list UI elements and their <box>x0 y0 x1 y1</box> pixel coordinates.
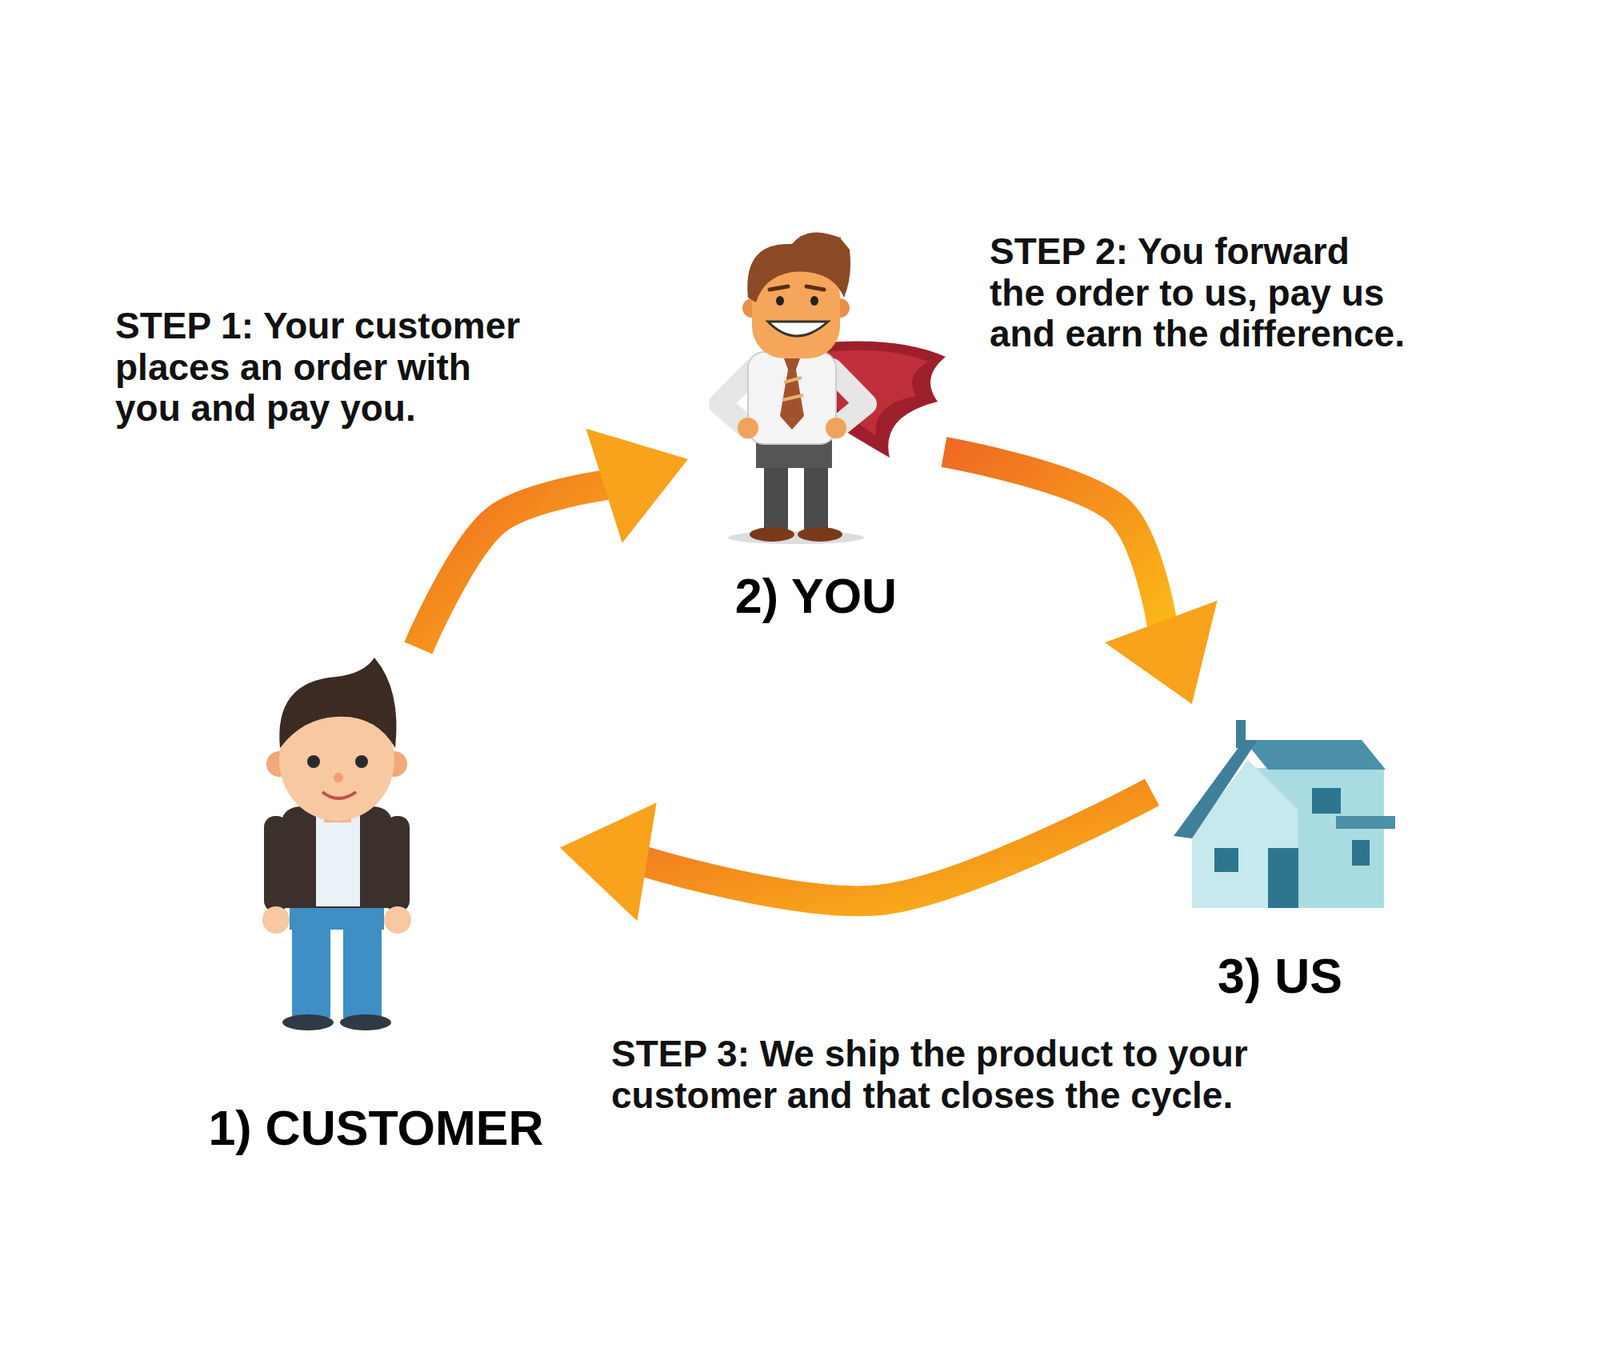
illustration-shape <box>1268 848 1299 908</box>
customer-figure <box>262 657 412 1031</box>
businessman-figure <box>720 232 946 544</box>
illustration-shape <box>782 377 804 400</box>
illustration-shape <box>1214 848 1239 872</box>
illustration-shape <box>282 1014 334 1031</box>
illustration-shape <box>737 417 759 439</box>
node-label: 1) CUSTOMER <box>208 1101 544 1156</box>
illustration-shape <box>797 527 843 542</box>
illustration-shape <box>262 906 290 934</box>
step-label: STEP 2: You forward the order to us, pay… <box>986 229 1411 357</box>
illustration-shape <box>322 792 356 799</box>
illustration-shape <box>776 296 784 306</box>
illustration-shape <box>292 904 331 1018</box>
flow-arrow <box>560 792 1152 921</box>
illustration-shape <box>825 417 847 439</box>
illustration-shape <box>769 286 824 290</box>
illustration-shape <box>340 1014 392 1031</box>
illustration-shape <box>1352 840 1370 866</box>
illustration-shape <box>1244 740 1386 770</box>
illustration-shape <box>1312 788 1341 814</box>
arrow-shaft <box>644 792 1152 901</box>
illustration-shape <box>307 755 320 768</box>
illustration-shape <box>343 904 382 1018</box>
illustration-shape <box>384 906 412 934</box>
arrow-shaft <box>418 484 608 648</box>
arrow-head <box>585 428 688 544</box>
illustration-shape <box>748 352 836 444</box>
flow-arrow <box>944 452 1218 704</box>
arrow-shaft <box>944 452 1163 625</box>
illustration-shape <box>810 296 819 306</box>
illustration-shape <box>333 772 344 783</box>
illustration-shape <box>316 812 360 907</box>
flow-arrow <box>418 428 688 648</box>
illustration-shape <box>780 358 804 430</box>
node-label: 3) US <box>1217 949 1343 1004</box>
house-icon <box>1173 720 1396 908</box>
step-label: STEP 3: We ship the product to your cust… <box>608 1032 1368 1118</box>
figure-node: 1) CUSTOMER <box>192 648 560 1160</box>
illustration-shape <box>1336 816 1396 829</box>
node-label: 2) YOU <box>735 569 897 624</box>
figure-node: 3) US <box>1152 704 1408 1008</box>
arrow-head <box>560 802 657 921</box>
step-label: STEP 1: Your customer places an order wi… <box>112 304 536 432</box>
illustration-shape <box>747 232 851 303</box>
illustration-shape <box>728 531 864 544</box>
arrow-head <box>1104 600 1217 704</box>
illustration-shape <box>355 755 368 768</box>
illustration-shape <box>1192 760 1298 908</box>
illustration-shape <box>768 321 828 336</box>
illustration-shape <box>281 806 392 908</box>
illustration-shape <box>1173 740 1258 839</box>
illustration-shape <box>749 527 795 542</box>
illustration-shape <box>279 657 396 748</box>
figure-node: 2) YOU <box>688 228 944 628</box>
